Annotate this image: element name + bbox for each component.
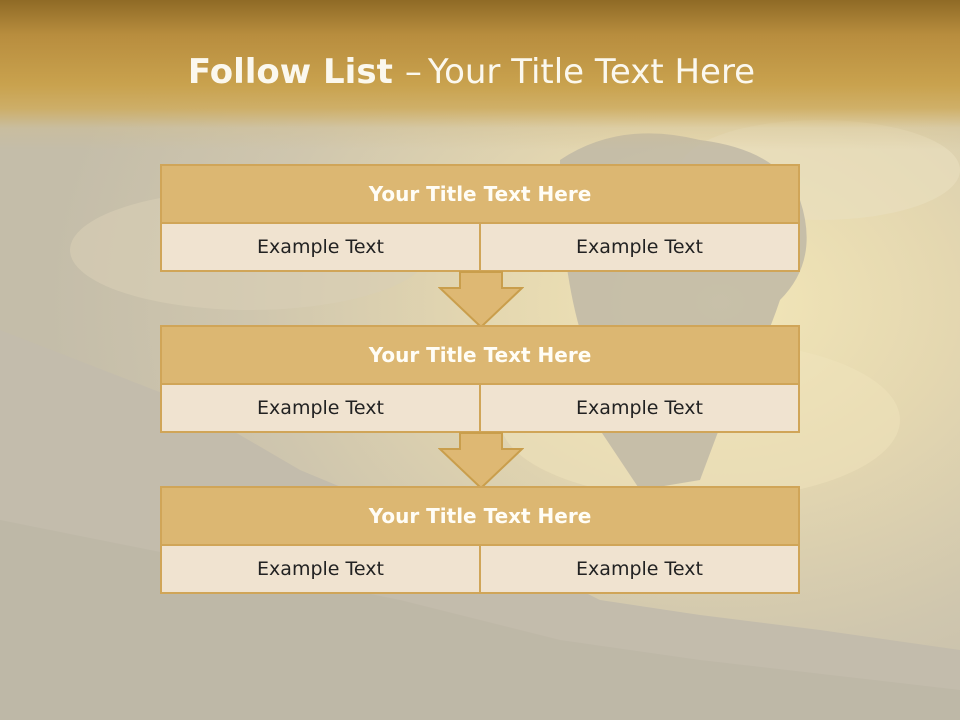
- step-cell-left: Example Text: [257, 236, 384, 258]
- step-title: Your Title Text Here: [162, 488, 798, 546]
- step-row: Example Text Example Text: [162, 224, 798, 270]
- step-block-2: Your Title Text Here Example Text Exampl…: [160, 325, 800, 433]
- step-cell-right: Example Text: [479, 546, 798, 592]
- step-row: Example Text Example Text: [162, 546, 798, 592]
- step-row: Example Text Example Text: [162, 385, 798, 431]
- step-block-3: Your Title Text Here Example Text Exampl…: [160, 486, 800, 594]
- down-arrow-icon: [438, 271, 524, 329]
- title-main: Follow List: [187, 52, 393, 92]
- step-title: Your Title Text Here: [162, 327, 798, 385]
- step-cell-right: Example Text: [479, 385, 798, 431]
- title-sub: Your Title Text Here: [427, 52, 756, 92]
- step-cell-left: Example Text: [257, 397, 384, 419]
- step-cell-right: Example Text: [479, 224, 798, 270]
- down-arrow-icon: [438, 432, 524, 490]
- step-cell-left: Example Text: [257, 558, 384, 580]
- title-bar: [0, 0, 960, 150]
- title-separator: –: [404, 52, 422, 92]
- step-block-1: Your Title Text Here Example Text Exampl…: [160, 164, 800, 272]
- page-title: Follow List–Your Title Text Here: [0, 52, 943, 92]
- step-title: Your Title Text Here: [162, 166, 798, 224]
